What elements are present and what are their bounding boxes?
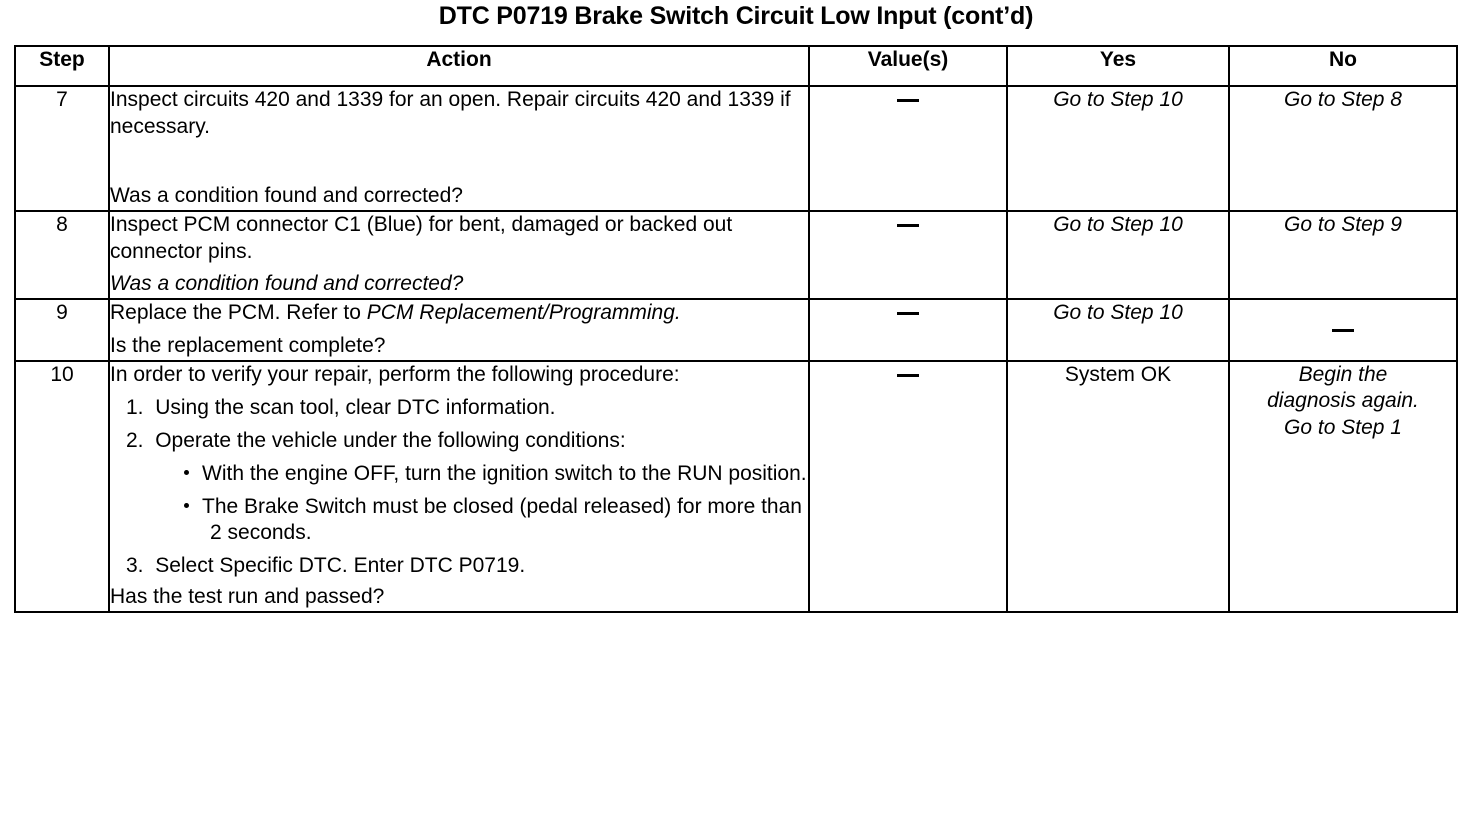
column-header-no: No [1228,45,1458,87]
yes-cell: Go to Step 10 [1006,298,1230,362]
action-text-plain: Replace the PCM. Refer to [110,301,367,325]
column-header-step: Step [14,45,110,87]
yes-cell: Go to Step 10 [1006,209,1230,301]
action-paragraph: Inspect circuits 420 and 1339 for an ope… [110,88,791,138]
em-dash-mark [897,98,919,102]
em-dash-mark [1332,328,1354,332]
list-number: 1. [126,395,144,419]
column-header-action: Action [108,45,810,87]
action-question: Is the replacement complete? [110,334,386,358]
em-dash-mark [897,223,919,227]
table-header-row: Step Action Value(s) Yes No [14,45,1458,87]
list-number: 2. [126,428,144,452]
no-cell-line-1: Begin the [1298,363,1388,386]
no-cell: Begin the diagnosis again. Go to Step 1 [1228,360,1458,613]
action-cell: Inspect PCM connector C1 (Blue) for bent… [108,209,810,301]
action-cell: Inspect circuits 420 and 1339 for an ope… [108,85,810,212]
em-dash-mark [897,373,919,377]
bullet-text: With the engine OFF, turn the ignition s… [202,461,807,485]
value-cell [808,360,1008,613]
em-dash-mark [897,312,919,316]
column-header-value: Value(s) [808,45,1008,87]
bullet-text: The Brake Switch must be closed (pedal r… [202,494,802,545]
action-paragraph: Inspect PCM connector C1 (Blue) for bent… [110,212,733,263]
action-question: Was a condition found and corrected? [110,183,463,207]
numbered-item-1: 1. Using the scan tool, clear DTC inform… [110,395,808,422]
no-cell-line-2: diagnosis again. [1267,389,1419,413]
list-text: Operate the vehicle under the following … [155,428,626,452]
action-spacer [110,143,808,177]
no-cell: Go to Step 8 [1228,85,1458,212]
diagnostic-procedure-table: Step Action Value(s) Yes No 7 Inspect ci… [14,45,1458,613]
value-cell [808,85,1008,212]
table-row: 10 In order to verify your repair, perfo… [14,360,1458,613]
step-number: 9 [14,298,110,362]
action-cell: Replace the PCM. Refer to PCM Replacemen… [108,298,810,362]
page-title: DTC P0719 Brake Switch Circuit Low Input… [438,2,1034,30]
numbered-item-2: 2. Operate the vehicle under the followi… [110,428,808,455]
no-cell [1228,298,1458,362]
value-cell [808,209,1008,301]
action-text-italic: PCM Replacement/Programming. [366,301,681,325]
bullet-item-2: The Brake Switch must be closed (pedal r… [110,494,808,548]
action-question: Has the test run and passed? [110,585,385,609]
list-text: Using the scan tool, clear DTC informati… [155,395,556,419]
numbered-item-3: 3. Select Specific DTC. Enter DTC P0719. [110,553,808,580]
column-header-yes: Yes [1006,45,1230,87]
list-number: 3. [126,554,144,578]
bullet-dot-icon [184,470,189,476]
step-number: 8 [14,209,110,301]
yes-cell: Go to Step 10 [1006,85,1230,212]
bullet-item-1: With the engine OFF, turn the ignition s… [110,461,808,488]
bullet-dot-icon [184,502,189,508]
table-row: 7 Inspect circuits 420 and 1339 for an o… [14,85,1458,212]
action-paragraph: Replace the PCM. Refer to PCM Replacemen… [110,300,808,327]
no-cell: Go to Step 9 [1228,209,1458,301]
no-cell-line-3: Go to Step 1 [1284,415,1402,439]
step-number: 10 [14,360,110,613]
action-question: Was a condition found and corrected? [110,272,464,296]
action-cell: In order to verify your repair, perform … [108,360,810,613]
table-row: 9 Replace the PCM. Refer to PCM Replacem… [14,298,1458,362]
list-text: Select Specific DTC. Enter DTC P0719. [155,554,526,578]
action-intro: In order to verify your repair, perform … [110,363,680,386]
step-number: 7 [14,85,110,212]
value-cell [808,298,1008,362]
table-row: 8 Inspect PCM connector C1 (Blue) for be… [14,209,1458,301]
yes-cell: System OK [1006,360,1230,613]
